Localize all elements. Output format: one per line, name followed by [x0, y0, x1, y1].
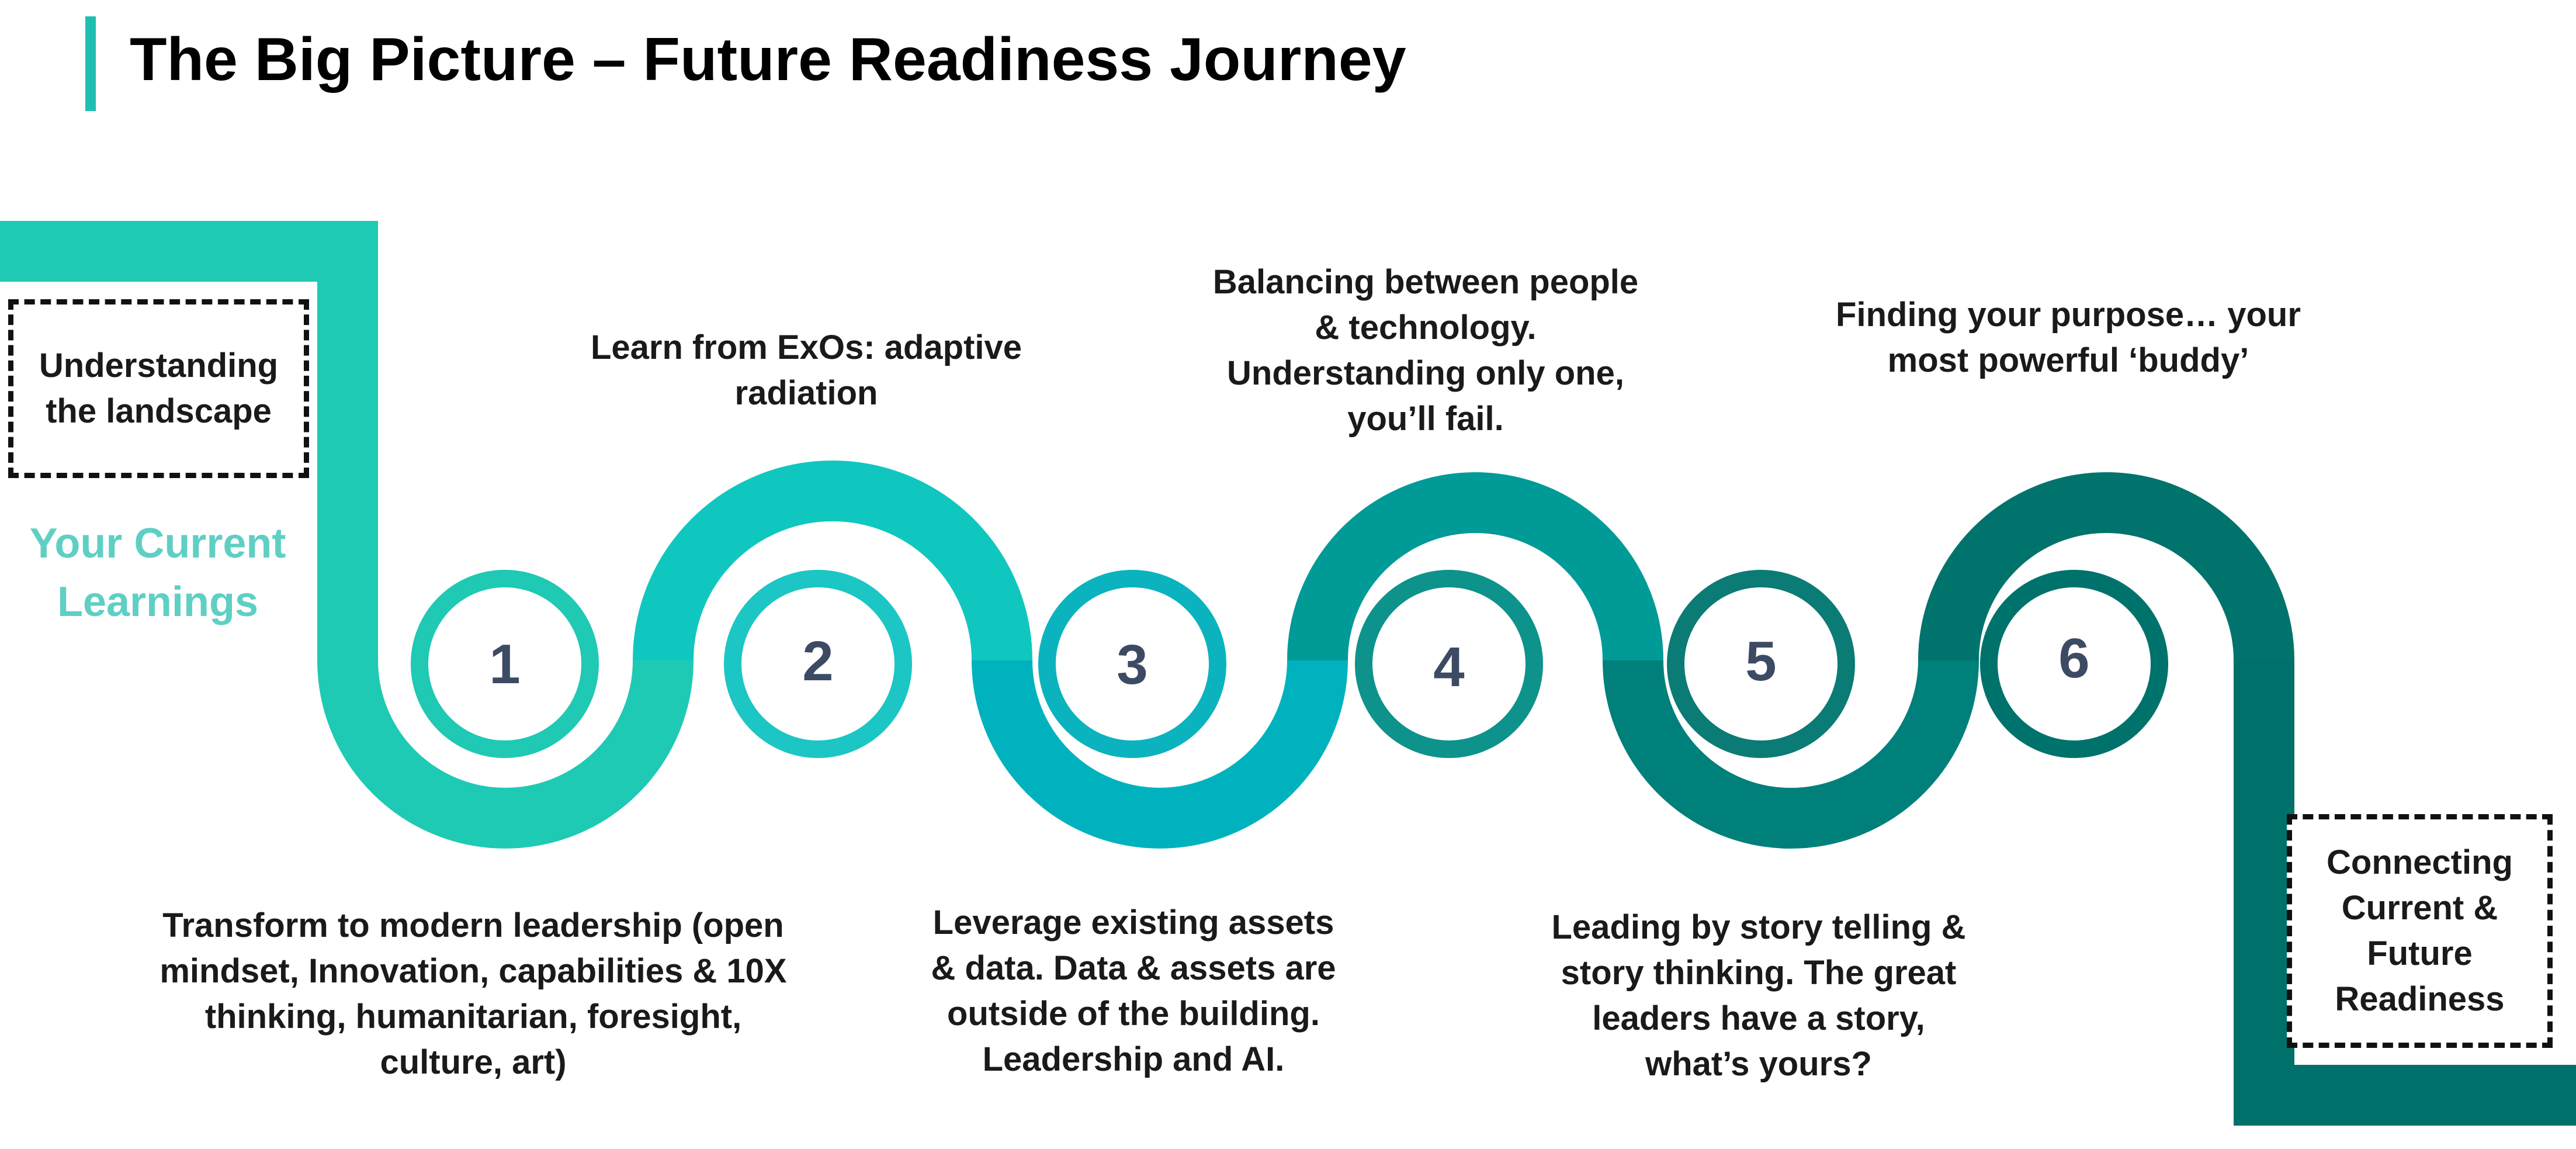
step-3-ring	[1038, 570, 1226, 758]
path-arc-1	[317, 660, 694, 849]
step-2-ring	[724, 570, 912, 758]
start-box: Understanding the landscape	[8, 299, 309, 478]
step-6-number: 6	[2058, 627, 2090, 690]
step-4-description: Balancing between people & technology. U…	[1212, 263, 1639, 438]
path-arc-5	[1603, 660, 1979, 849]
step-4-number: 4	[1433, 636, 1465, 698]
path-arc-4	[1287, 472, 1663, 661]
path-arc-6	[1918, 472, 2294, 661]
step-6-ring	[1980, 570, 2168, 758]
path-arc-3	[972, 660, 1348, 849]
step-2-description: Learn from ExOs: adaptive radiation	[590, 328, 1022, 412]
step-4-ring	[1355, 570, 1543, 758]
end-box-text: Connecting Current & Future Readiness	[2327, 843, 2513, 1018]
end-box: Connecting Current & Future Readiness	[2287, 814, 2553, 1048]
current-learnings-label: Your Current Learnings	[29, 520, 286, 625]
step-rings	[411, 570, 2168, 758]
step-5-number: 5	[1745, 630, 1777, 693]
step-2-number: 2	[802, 630, 834, 693]
path-end-segment	[2234, 660, 2576, 1126]
step-1-description: Transform to modern leadership (open min…	[160, 906, 787, 1081]
path-arc-2	[633, 461, 1032, 661]
step-1-ring	[411, 570, 599, 758]
path-start-segment	[0, 221, 378, 660]
step-3-description: Leverage existing assets & data. Data & …	[931, 904, 1336, 1078]
step-5-description: Leading by story telling & story thinkin…	[1551, 908, 1966, 1083]
step-5-ring	[1667, 570, 1855, 758]
step-1-number: 1	[489, 633, 521, 695]
step-6-description: Finding your purpose… your most powerful…	[1836, 296, 2301, 379]
journey-path	[0, 221, 2576, 1126]
title-accent-bar	[85, 16, 96, 111]
start-box-text: Understanding the landscape	[39, 347, 279, 430]
page-title: The Big Picture – Future Readiness Journ…	[130, 26, 1406, 94]
step-3-number: 3	[1117, 634, 1148, 696]
